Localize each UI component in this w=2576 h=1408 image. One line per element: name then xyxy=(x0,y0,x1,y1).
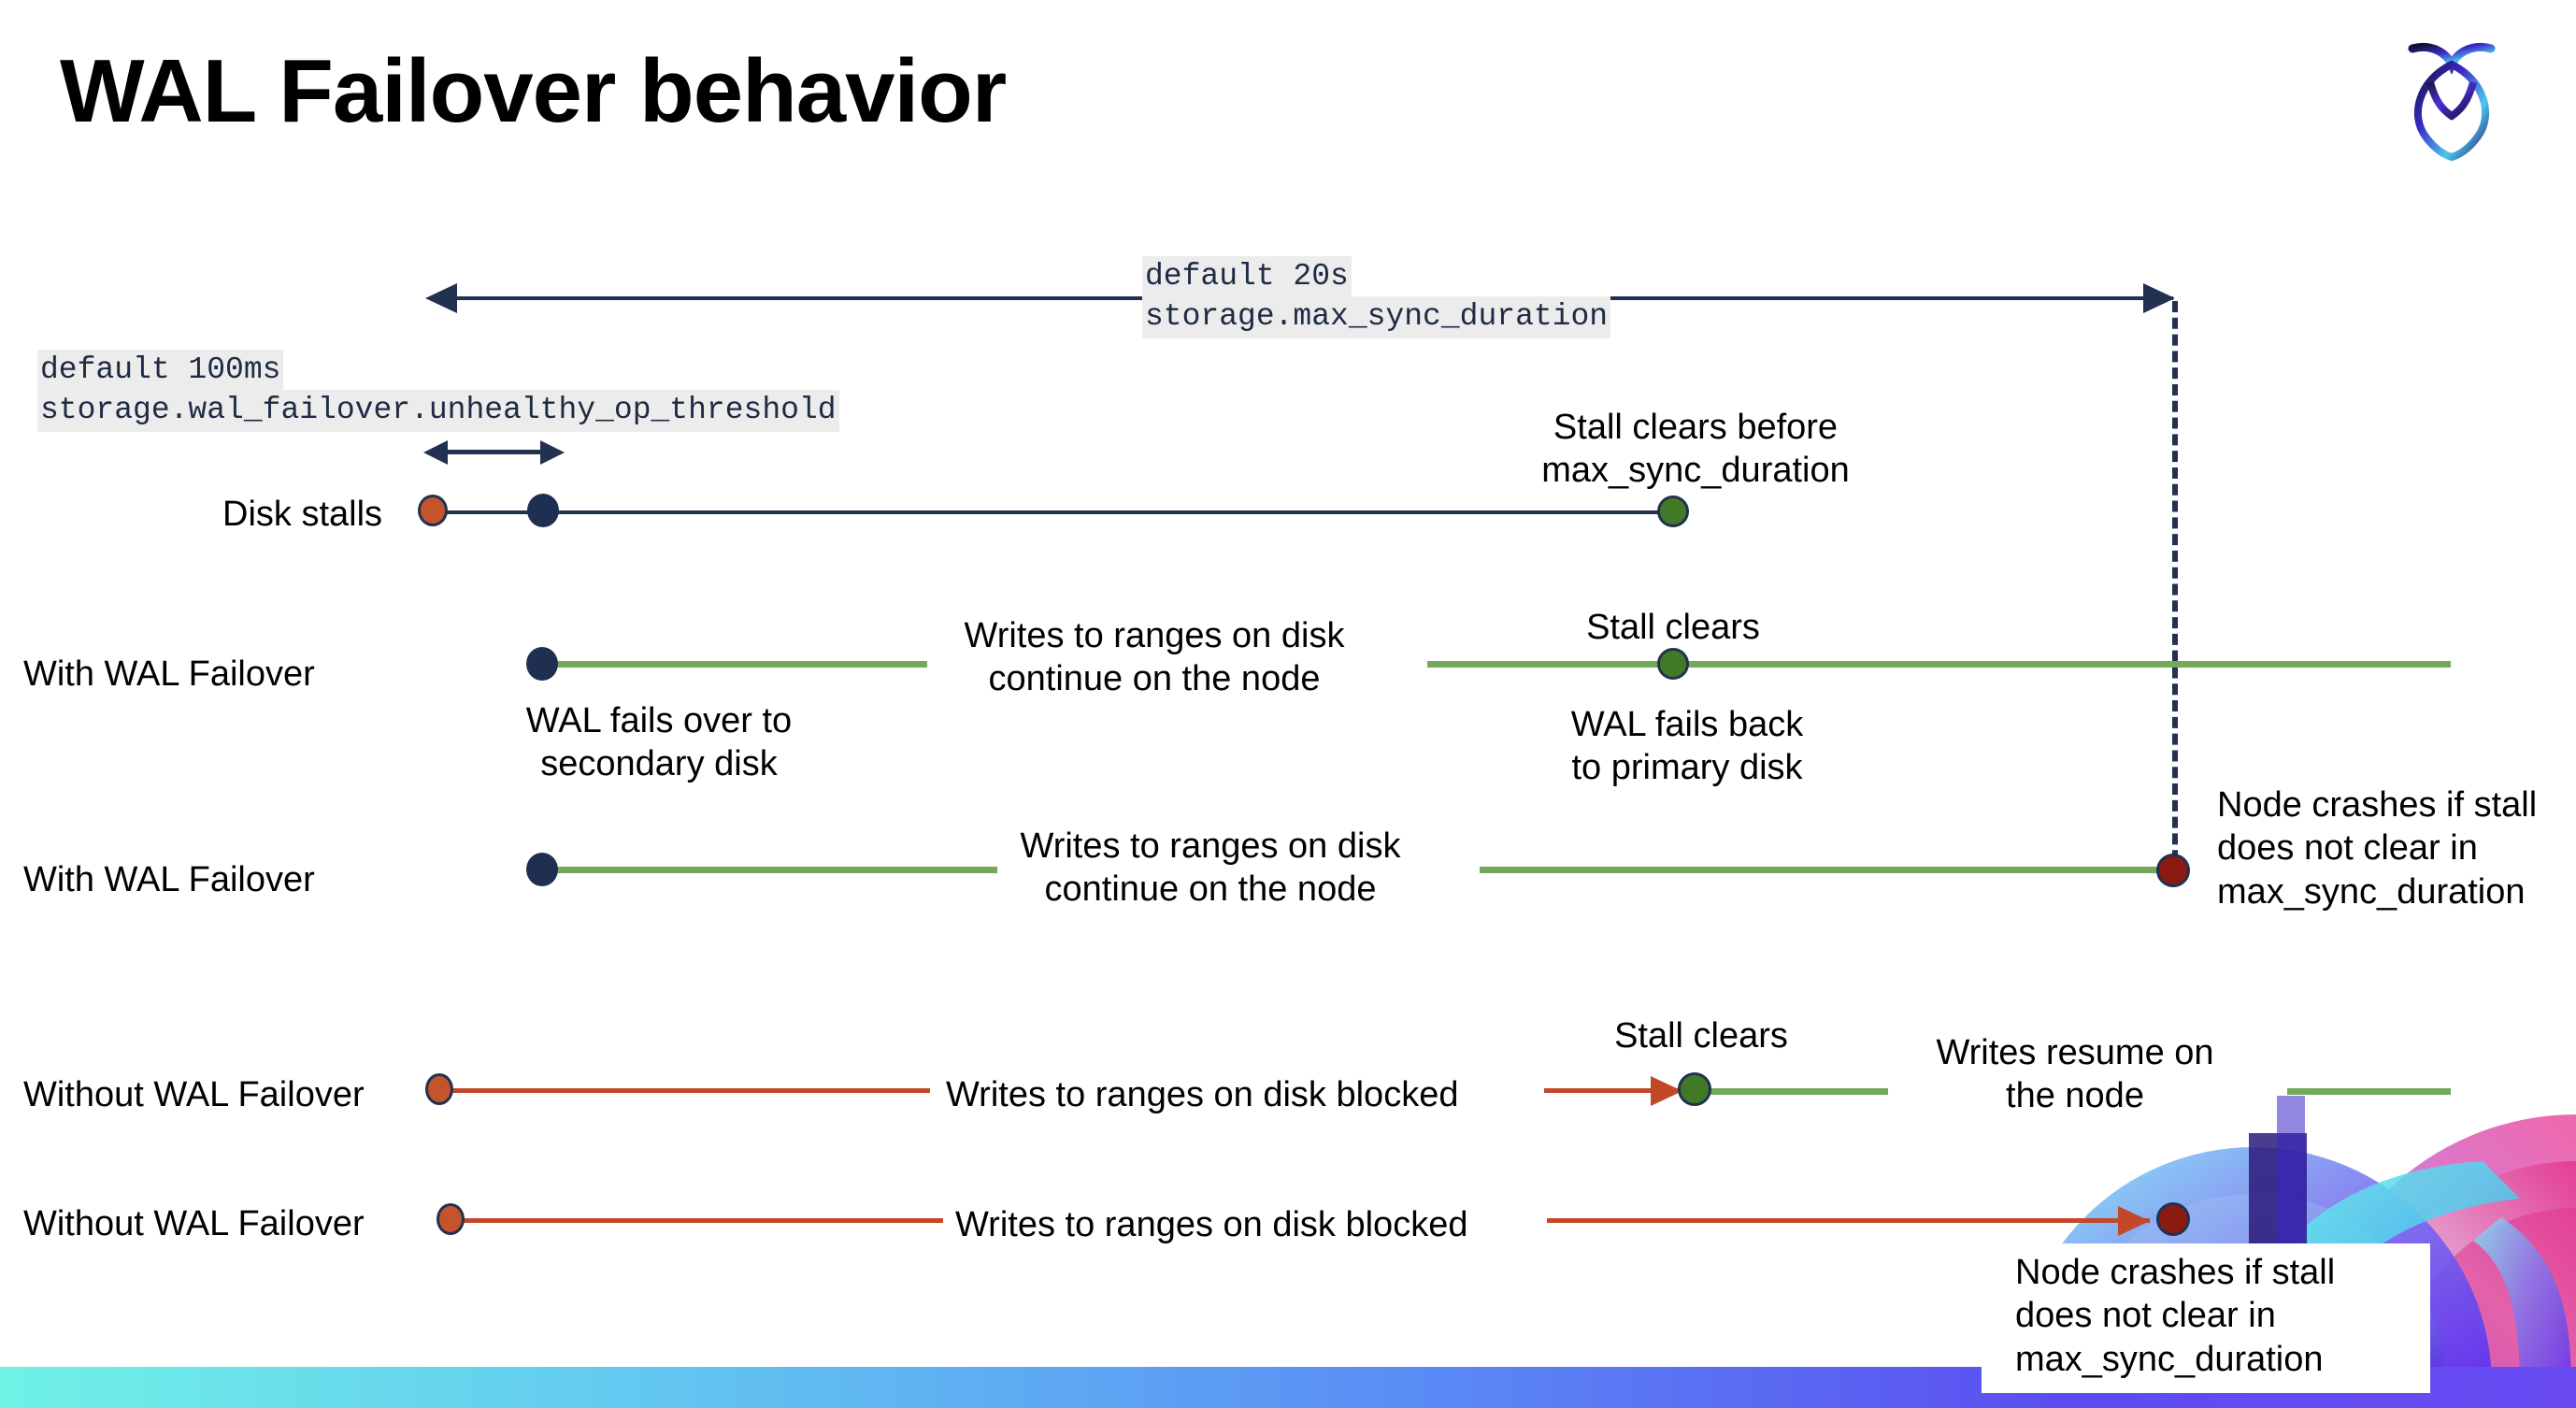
note-stall-clears-before-max-sync: Stall clears before max_sync_duration xyxy=(1541,408,1850,491)
note-writes-resume: Writes resume on the node xyxy=(1936,1033,2214,1116)
unhealthy-threshold-default-label: default 100ms xyxy=(37,350,284,392)
without-failover-1-stall-dot xyxy=(425,1073,453,1105)
note-node-crashes-2: Node crashes if stall does not clear in … xyxy=(2015,1253,2336,1379)
wal-failover-1-segment-b xyxy=(1427,661,2451,668)
wal-failover-1-segment-a xyxy=(542,661,927,668)
without-failover-1-blocked-b xyxy=(1544,1088,1684,1093)
wal-failover-2-failover-dot xyxy=(526,853,558,886)
wal-failover-1-stall-clears-dot xyxy=(1657,648,1689,680)
lane-label-disk-stalls: Disk stalls xyxy=(222,495,383,534)
disk-stall-threshold-dot xyxy=(527,494,559,527)
note-node-crashes-1: Node crashes if stall does not clear in … xyxy=(2217,785,2538,912)
without-failover-2-blocked-b xyxy=(1547,1218,2150,1223)
note-writes-continue-2: Writes to ranges on disk continue on the… xyxy=(1020,826,1401,910)
wal-failover-2-segment-a xyxy=(542,867,997,873)
unhealthy-threshold-span-line xyxy=(439,450,551,454)
note-writes-blocked-1: Writes to ranges on disk blocked xyxy=(946,1075,1459,1114)
disk-stall-start-dot xyxy=(418,495,448,526)
note-wal-fails-back: WAL fails back to primary disk xyxy=(1570,705,1804,788)
note-stall-clears-1: Stall clears xyxy=(1586,608,1760,647)
without-failover-1-resume-a xyxy=(1710,1088,1888,1095)
without-failover-1-blocked-arrowhead xyxy=(1651,1076,1682,1106)
max-sync-setting-label: storage.max_sync_duration xyxy=(1142,296,1611,338)
page-title: WAL Failover behavior xyxy=(60,41,1007,141)
unhealthy-threshold-right-arrowhead xyxy=(540,440,565,465)
max-sync-span-right-arrowhead xyxy=(2143,283,2175,313)
without-failover-2-blocked-arrowhead xyxy=(2118,1206,2150,1236)
wal-failover-2-node-crash-dot xyxy=(2156,854,2190,887)
without-failover-1-blocked-a xyxy=(444,1088,930,1093)
without-failover-2-stall-dot xyxy=(436,1203,465,1235)
lane-label-without-wal-failover-2: Without WAL Failover xyxy=(23,1204,365,1243)
max-sync-default-label: default 20s xyxy=(1142,256,1352,298)
max-sync-deadline-dashed-line xyxy=(2172,301,2178,878)
node-crash-callout-box: Node crashes if stall does not clear in … xyxy=(1982,1243,2430,1393)
wal-failover-2-segment-b xyxy=(1480,867,2171,873)
without-failover-2-blocked-a xyxy=(455,1218,943,1223)
note-stall-clears-2: Stall clears xyxy=(1614,1016,1788,1056)
disk-stall-clears-dot xyxy=(1657,496,1689,527)
without-failover-2-node-crash-dot xyxy=(2156,1202,2190,1236)
cockroachdb-logo xyxy=(2382,26,2522,171)
note-wal-fails-over: WAL fails over to secondary disk xyxy=(525,701,793,784)
unhealthy-threshold-setting-label: storage.wal_failover.unhealthy_op_thresh… xyxy=(37,390,839,432)
lane-label-without-wal-failover-1: Without WAL Failover xyxy=(23,1075,365,1114)
max-sync-span-left-arrowhead xyxy=(425,283,457,313)
note-writes-continue-1: Writes to ranges on disk continue on the… xyxy=(964,616,1345,699)
unhealthy-threshold-left-arrowhead xyxy=(423,440,448,465)
disk-stalls-timeline xyxy=(437,510,1673,514)
lane-label-with-wal-failover-1: With WAL Failover xyxy=(23,654,315,694)
without-failover-1-stall-clears-dot xyxy=(1678,1072,1711,1106)
without-failover-1-resume-b xyxy=(2287,1088,2451,1095)
note-writes-blocked-2: Writes to ranges on disk blocked xyxy=(955,1205,1468,1244)
wal-failover-1-failover-dot xyxy=(526,647,558,681)
lane-label-with-wal-failover-2: With WAL Failover xyxy=(23,860,315,899)
